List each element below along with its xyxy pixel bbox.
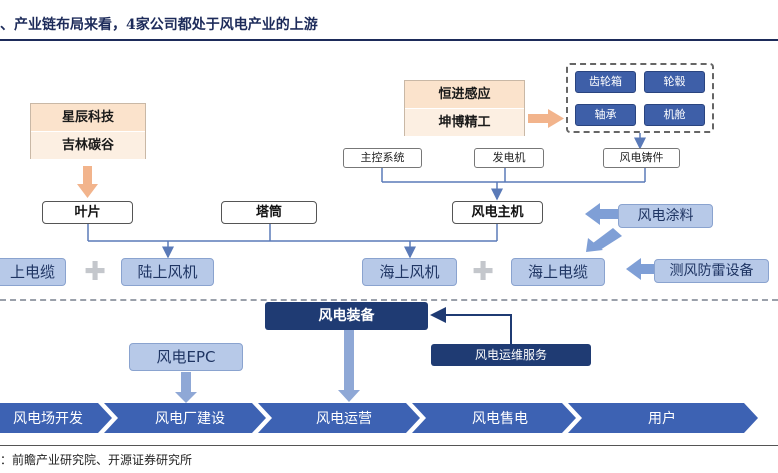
plus-icon: ✚ <box>472 257 494 287</box>
section-separator <box>0 299 778 301</box>
part-main-control: 主控系统 <box>343 148 422 168</box>
product-sea-turbine: 海上风机 <box>362 258 457 286</box>
companies-right-box: 恒进感应 坤博精工 <box>404 80 525 136</box>
assembly-main-unit: 风电主机 <box>452 201 543 224</box>
chain-label-sales: 风电售电 <box>472 411 528 427</box>
assembly-tower: 塔筒 <box>221 201 317 224</box>
footer-rule <box>0 445 778 446</box>
chain-label-development: 风电场开发 <box>13 411 83 427</box>
chain-step-development <box>0 403 112 433</box>
component-gearbox: 齿轮箱 <box>575 71 636 93</box>
source-note: ：前瞻产业研究院、开源证券研究所 <box>0 453 193 467</box>
chain-label-operation: 风电运营 <box>316 411 372 427</box>
value-chain: 风电场开发 风电厂建设 风电运营 风电售电 用户 <box>0 403 758 433</box>
company-hengjin: 恒进感应 <box>438 87 491 102</box>
component-nacelle: 机舱 <box>644 104 705 126</box>
company-kunbo: 坤博精工 <box>405 108 524 136</box>
plus-icon: ✚ <box>84 257 106 287</box>
chain-step-construction <box>104 403 266 433</box>
wind-equipment-box: 风电装备 <box>265 302 428 330</box>
wind-om-service-box: 风电运维服务 <box>431 344 591 366</box>
chain-step-sales <box>412 403 576 433</box>
components-group <box>566 63 714 133</box>
product-sea-cable: 海上电缆 <box>511 258 605 286</box>
chain-label-user: 用户 <box>648 410 676 427</box>
chain-label-construction: 风电厂建设 <box>155 411 225 427</box>
chain-step-user <box>568 403 758 433</box>
page-title: 、产业链布局来看，4家公司都处于风电产业的上游 <box>0 17 318 33</box>
product-land-cable: 上电缆 <box>0 258 66 286</box>
assembly-blade: 叶片 <box>42 201 133 224</box>
component-bearing: 轴承 <box>575 104 636 126</box>
wind-epc-box: 风电EPC <box>129 343 243 371</box>
chain-step-operation <box>258 403 420 433</box>
companies-left-box: 星辰科技 吉林碳谷 <box>30 103 146 159</box>
product-land-turbine: 陆上风机 <box>121 258 214 286</box>
product-lightning-equipment: 测风防雷设备 <box>654 259 769 283</box>
part-casting: 风电铸件 <box>603 148 680 168</box>
product-coating: 风电涂料 <box>618 204 713 228</box>
title-rule <box>0 39 778 41</box>
component-hub: 轮毂 <box>644 71 705 93</box>
company-xingchen: 星辰科技 <box>61 110 114 125</box>
company-jilin-carbon: 吉林碳谷 <box>31 131 145 159</box>
part-generator: 发电机 <box>474 148 544 168</box>
